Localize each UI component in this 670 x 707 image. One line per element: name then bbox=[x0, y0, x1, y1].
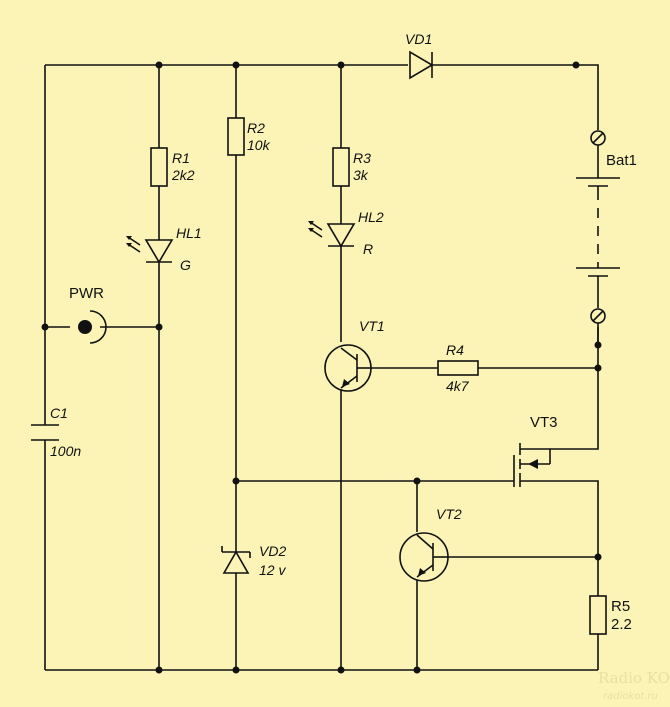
r4-value: 4k7 bbox=[446, 378, 470, 394]
vt3-mosfet: VT3 bbox=[513, 414, 558, 487]
watermark-logo: Radio KOT bbox=[598, 669, 670, 687]
vt1-transistor: VT1 bbox=[324, 318, 385, 392]
pwr-label: PWR bbox=[69, 285, 104, 302]
vd2-value: 12 v bbox=[259, 562, 286, 578]
hl1-value: G bbox=[180, 257, 191, 273]
c1-label: C1 bbox=[50, 405, 68, 421]
vd2-zener: VD2 12 v bbox=[221, 543, 286, 578]
hl2-label: HL2 bbox=[358, 209, 384, 225]
r1-resistor: R1 2k2 bbox=[150, 147, 195, 187]
vd2-label: VD2 bbox=[259, 543, 286, 559]
bat1-label: Bat1 bbox=[606, 152, 637, 169]
c1-capacitor: C1 100n bbox=[31, 405, 81, 459]
hl2-value: R bbox=[363, 241, 373, 257]
vd1-label: VD1 bbox=[405, 31, 432, 47]
vt2-label: VT2 bbox=[436, 506, 462, 522]
hl1-led: HL1 G bbox=[126, 225, 202, 273]
watermark-site: radiokot.ru bbox=[603, 691, 658, 702]
r4-label: R4 bbox=[446, 342, 464, 358]
vd1-diode: VD1 bbox=[405, 31, 434, 80]
r2-resistor: R2 10k bbox=[227, 117, 271, 156]
r5-value: 2.2 bbox=[611, 616, 632, 633]
wires bbox=[44, 64, 599, 671]
r3-value: 3k bbox=[353, 167, 369, 183]
r2-label: R2 bbox=[247, 120, 265, 136]
bat1-battery: Bat1 bbox=[576, 130, 637, 345]
radiokot-watermark: Radio KOT radiokot.ru bbox=[598, 669, 670, 702]
r1-value: 2k2 bbox=[171, 167, 195, 183]
r3-label: R3 bbox=[353, 150, 371, 166]
hl2-led: HL2 R bbox=[308, 209, 384, 257]
r5-resistor: R5 2.2 bbox=[589, 595, 632, 635]
r3-resistor: R3 3k bbox=[332, 147, 371, 187]
vt2-transistor: VT2 bbox=[399, 506, 462, 582]
r4-resistor: R4 4k7 bbox=[437, 342, 479, 394]
vt1-label: VT1 bbox=[359, 318, 385, 334]
r1-label: R1 bbox=[172, 150, 190, 166]
r2-value: 10k bbox=[247, 137, 271, 153]
c1-value: 100n bbox=[50, 443, 81, 459]
hl1-label: HL1 bbox=[176, 225, 202, 241]
vt3-label: VT3 bbox=[530, 414, 558, 431]
pwr-button: PWR bbox=[69, 285, 107, 344]
r5-label: R5 bbox=[611, 598, 630, 615]
junction-dots bbox=[41, 61, 602, 674]
